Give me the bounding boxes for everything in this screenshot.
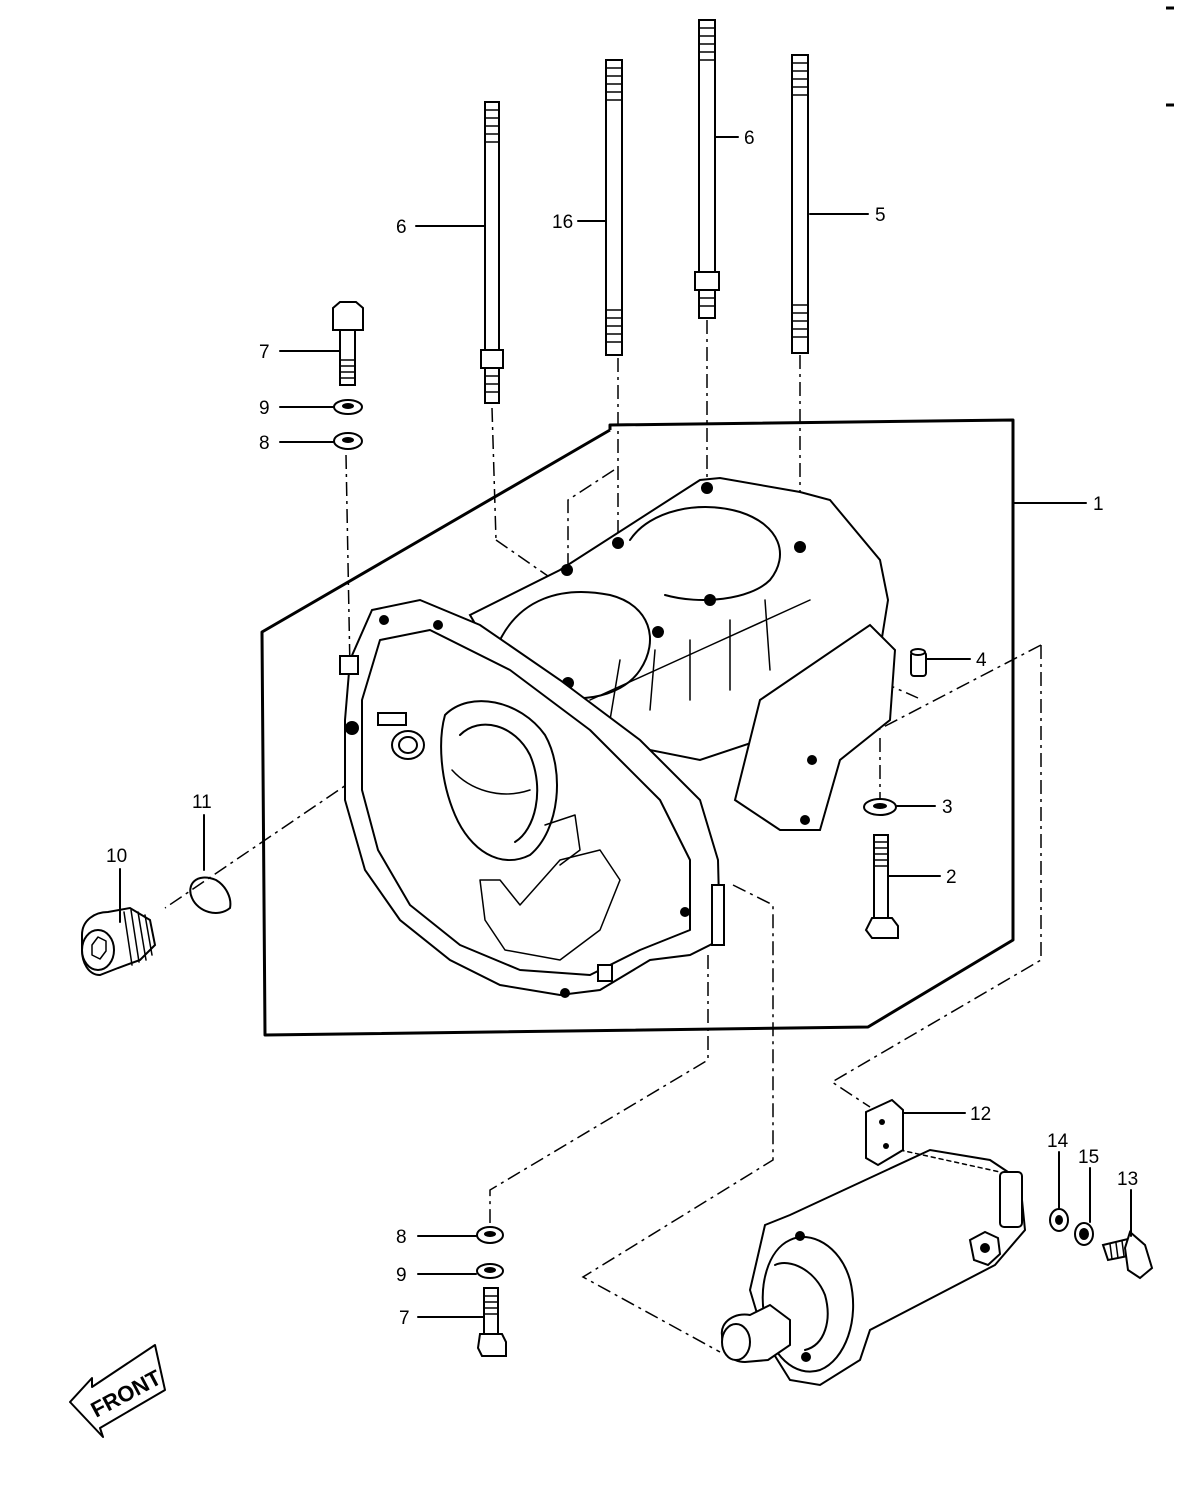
stud-6-left xyxy=(480,101,504,404)
bolt-2 xyxy=(864,834,899,939)
callout-7-top: 7 xyxy=(259,342,270,363)
bolt-7-top xyxy=(332,301,364,386)
washer-9-top xyxy=(333,399,363,415)
crankcase xyxy=(339,476,897,998)
callout-16: 16 xyxy=(552,212,573,233)
bolt-13 xyxy=(1101,1230,1154,1280)
washer-3 xyxy=(863,798,897,816)
callout-8-top: 8 xyxy=(259,433,270,454)
edge-marks xyxy=(1166,6,1174,107)
plate-12 xyxy=(865,1098,904,1167)
callout-3: 3 xyxy=(942,797,953,818)
callout-leaders xyxy=(119,136,1132,1318)
washer-14 xyxy=(1049,1208,1069,1232)
dowel-pin-4 xyxy=(910,648,927,677)
starter-motor xyxy=(720,1148,1027,1387)
callout-4: 4 xyxy=(976,650,987,671)
callout-6-middle: 6 xyxy=(744,128,755,149)
callout-6-left: 6 xyxy=(396,217,407,238)
callout-9-top: 9 xyxy=(259,398,270,419)
callout-14: 14 xyxy=(1047,1131,1069,1152)
bolt-7-bottom xyxy=(476,1287,507,1357)
plug-10 xyxy=(81,906,157,977)
callout-labels: 1 2 3 4 5 6 6 7 7 8 8 9 9 10 11 12 13 14… xyxy=(106,128,1138,1329)
callout-11: 11 xyxy=(192,792,212,813)
callout-2: 2 xyxy=(946,867,957,888)
circlip-11 xyxy=(189,876,232,914)
washer-8-top xyxy=(333,432,363,450)
callout-7-bottom: 7 xyxy=(399,1308,410,1329)
assembly-bracket-outline xyxy=(260,418,1015,1037)
callout-10: 10 xyxy=(106,846,127,867)
stud-5 xyxy=(791,54,809,354)
stud-6-middle xyxy=(694,19,720,319)
washer-15 xyxy=(1074,1222,1094,1246)
washer-9-bottom xyxy=(476,1263,504,1279)
callout-12: 12 xyxy=(970,1104,991,1125)
callout-1: 1 xyxy=(1093,494,1104,515)
callout-5: 5 xyxy=(875,205,886,226)
front-arrow: FRONT xyxy=(69,1344,166,1438)
callout-9-bottom: 9 xyxy=(396,1265,407,1286)
stud-16 xyxy=(605,59,623,356)
washer-8-bottom xyxy=(476,1226,504,1244)
callout-15: 15 xyxy=(1078,1147,1099,1168)
callout-13: 13 xyxy=(1117,1169,1138,1190)
callout-8-bottom: 8 xyxy=(396,1227,407,1248)
